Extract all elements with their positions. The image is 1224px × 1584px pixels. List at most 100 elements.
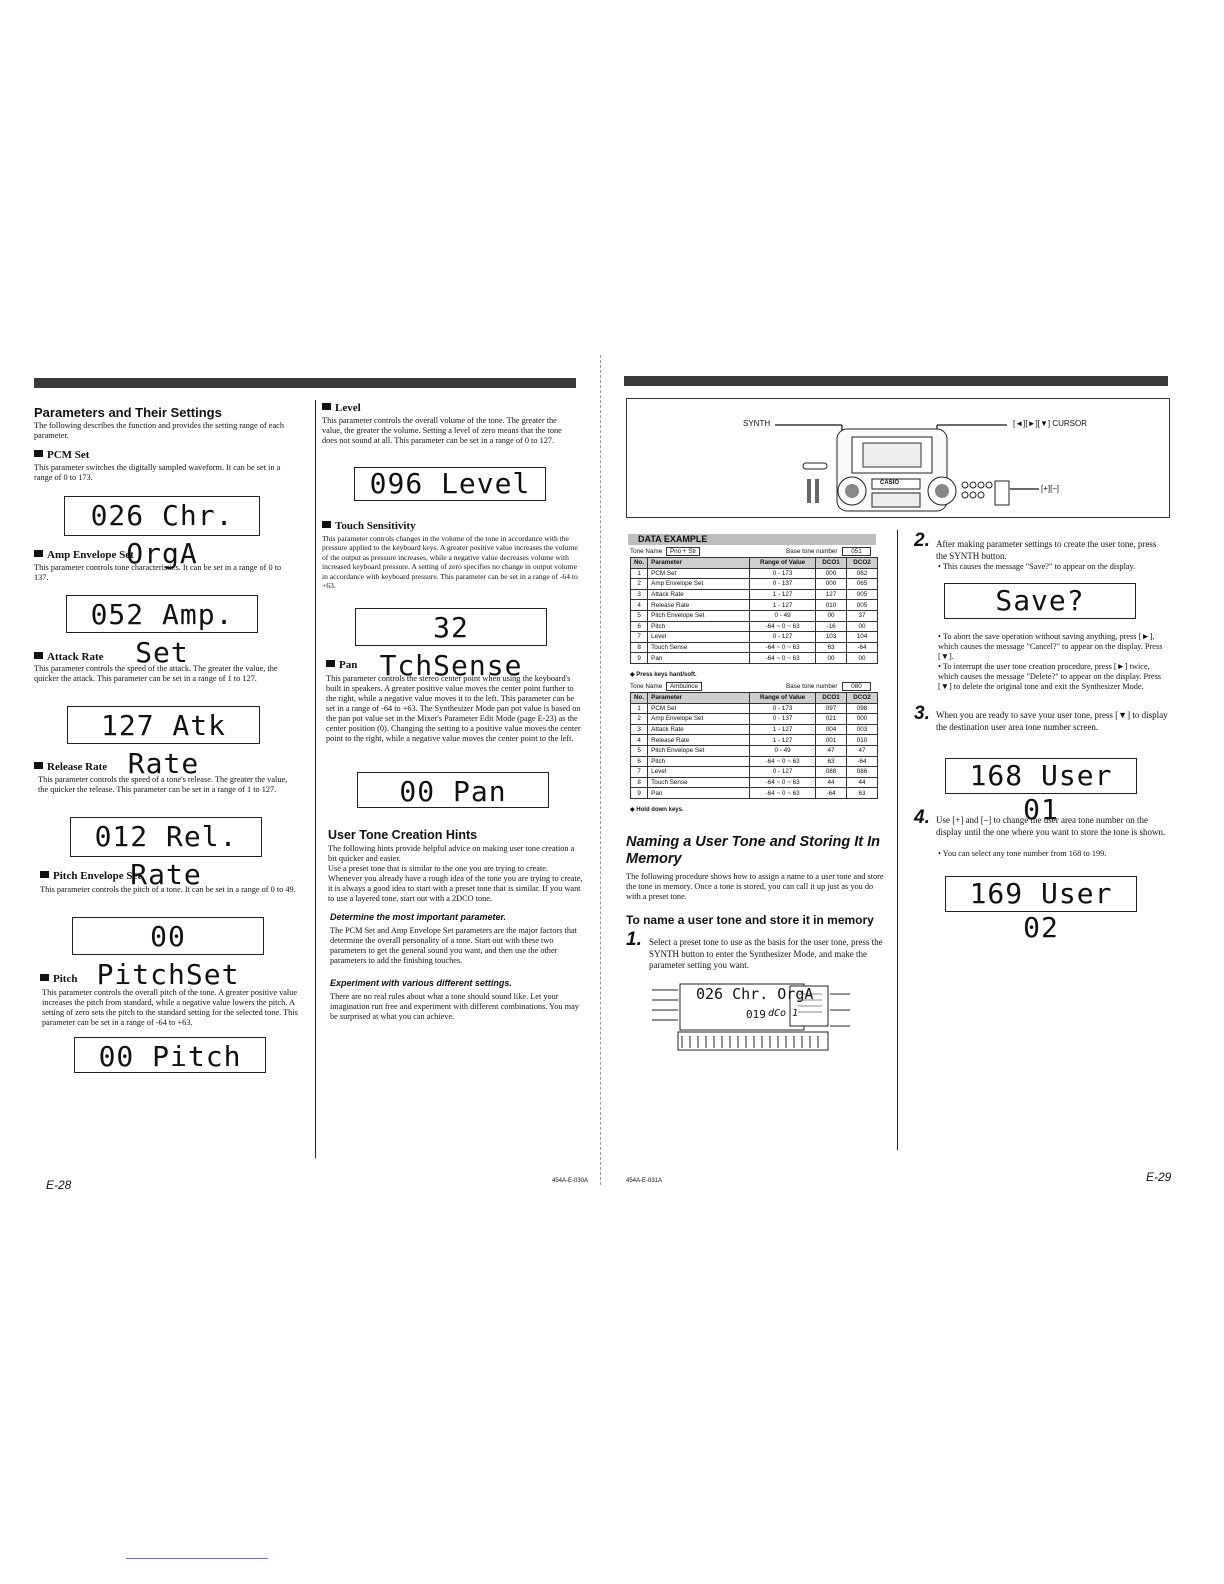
- step-2-bullet-3: • To interrupt the user tone creation pr…: [938, 662, 1162, 691]
- page-number-right: E-29: [1146, 1170, 1172, 1184]
- table-cell: 8: [629, 776, 649, 789]
- table-cell: 4: [629, 734, 649, 746]
- table-cell: 63: [846, 787, 878, 799]
- table-cell: 9: [629, 652, 649, 664]
- table-cell: 000: [846, 713, 878, 725]
- table-cell: Pitch Envelope Set: [647, 744, 751, 757]
- lcd-pan: 00 Pan: [357, 772, 549, 808]
- table-cell: 005: [846, 599, 878, 611]
- section-title: Parameters and Their Settings: [34, 405, 222, 420]
- table-cell: Pitch: [647, 755, 751, 768]
- table-cell: Attack Rate: [647, 723, 751, 736]
- table2-tone-name: Tone Name Ambulnce: [630, 682, 702, 691]
- table-cell: 003: [846, 723, 878, 736]
- table-cell: Level: [647, 631, 751, 643]
- table-cell: 127: [815, 588, 848, 601]
- table-cell: -64 ~ 0 ~ 63: [749, 652, 817, 664]
- table-cell: Pitch Envelope Set: [647, 609, 751, 622]
- step-3-text: When you are ready to save your user ton…: [936, 710, 1168, 732]
- table-cell: 086: [846, 766, 878, 778]
- table-cell: 010: [846, 734, 878, 746]
- table-cell: 000: [815, 578, 848, 590]
- lcd-pitch: 00 Pitch: [74, 1037, 266, 1073]
- param-heading-attack: Attack Rate: [34, 651, 104, 663]
- table-cell: 47: [815, 744, 848, 757]
- table-cell: -16: [815, 620, 848, 633]
- table-cell: 2: [629, 578, 649, 590]
- table2-note: ◆ Hold down keys.: [630, 807, 684, 813]
- table-cell: 44: [815, 776, 848, 789]
- page-number-left: E-28: [46, 1178, 72, 1192]
- param-heading-release: Release Rate: [34, 761, 107, 773]
- table-cell: 0 - 173: [749, 567, 817, 580]
- table-cell: 0 - 49: [749, 609, 817, 622]
- table-cell: -64 ~ 0 ~ 63: [749, 620, 817, 633]
- table-cell: Touch Sense: [647, 776, 751, 789]
- table-cell: 1 - 127: [749, 723, 817, 736]
- table-cell: 088: [815, 766, 848, 778]
- table-cell: 6: [629, 620, 649, 633]
- table-cell: 0 - 127: [749, 766, 817, 778]
- table-cell: 00: [815, 652, 848, 664]
- step-1-number: 1.: [626, 929, 642, 950]
- table-cell: 0 - 173: [749, 702, 817, 715]
- table-cell: 103: [815, 631, 848, 643]
- table-cell: -64 ~ 0 ~ 63: [749, 641, 817, 654]
- param-heading-amp: Amp Envelope Set: [34, 549, 134, 561]
- lcd-pitch-env: 00 PitchSet: [72, 917, 264, 991]
- param-desc-amp: This parameter controls tone characteris…: [34, 563, 282, 582]
- casio-logo: CASIO: [880, 480, 900, 486]
- table-header-cell: Parameter: [647, 692, 751, 704]
- table-cell: 63: [815, 755, 848, 768]
- table-cell: 63: [815, 641, 848, 654]
- step-3-number: 3.: [914, 703, 930, 724]
- lcd-release: 012 Rel. Rate: [70, 817, 262, 891]
- param-heading-pan: Pan: [326, 659, 357, 671]
- step-2-number: 2.: [914, 530, 930, 551]
- table-header-cell: DCO1: [815, 692, 848, 704]
- table-cell: 9: [629, 787, 649, 799]
- table1-note: ◆ Press keys hard/soft.: [630, 672, 697, 678]
- lcd-save: Save?: [944, 583, 1136, 619]
- step-4-bullet-1: • You can select any tone number from 16…: [938, 849, 1107, 858]
- keyboard-illustration: [775, 424, 1039, 512]
- table-cell: 00: [846, 620, 878, 633]
- table-cell: PCM Set: [647, 702, 751, 715]
- lcd-level: 096 Level: [354, 467, 546, 501]
- step1-display-illustration: 026 Chr. OrgA 019 dCo 1: [650, 980, 872, 1056]
- lcd-pcm: 026 Chr. OrgA: [64, 496, 260, 570]
- table-cell: -64: [846, 755, 878, 768]
- data-example-title: DATA EXAMPLE: [628, 534, 876, 545]
- step1-lcd-top: 026 Chr. OrgA: [696, 985, 814, 1003]
- param-desc-pcm: This parameter switches the digitally sa…: [34, 463, 281, 482]
- table-cell: 005: [846, 588, 878, 601]
- table-cell: 5: [629, 609, 649, 622]
- table-cell: 6: [629, 755, 649, 768]
- table-cell: 0 - 49: [749, 744, 817, 757]
- lcd-user-01: 168 User 01: [945, 758, 1137, 826]
- table2-base-tone: Base tone number 080: [786, 682, 871, 691]
- table-cell: 3: [629, 723, 649, 736]
- column-divider: [315, 400, 316, 1158]
- table-header-cell: DCO2: [846, 557, 878, 569]
- table1-tone-name: Tone Name Pno + Str: [630, 547, 701, 556]
- page-code-left: 454A-E-030A: [552, 1178, 589, 1184]
- step-4-number: 4.: [914, 807, 930, 828]
- table-cell: 47: [846, 744, 878, 757]
- bottom-line: [126, 1558, 268, 1559]
- step1-lcd-bottom: 019: [746, 1008, 766, 1021]
- param-heading-touch: Touch Sensitivity: [322, 520, 416, 532]
- param-desc-attack: This parameter controls the speed of the…: [34, 664, 278, 683]
- table-header-cell: No.: [629, 692, 649, 704]
